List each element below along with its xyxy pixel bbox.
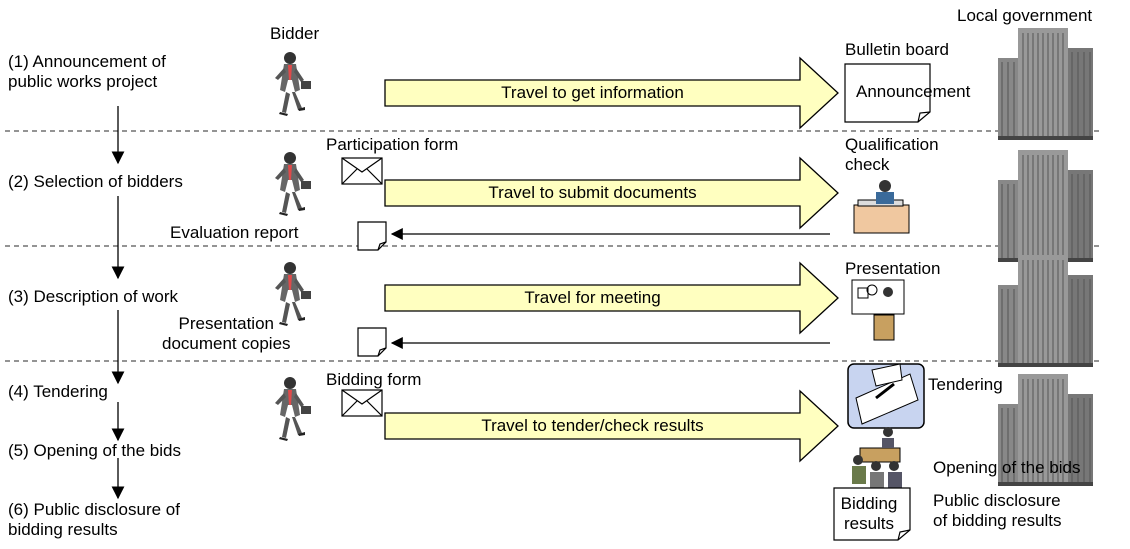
government-heading: Local government [957,6,1093,25]
qualification-check-label: Qualification check [845,135,939,174]
envelope-icon [341,157,383,185]
document-icon [357,221,387,251]
announcement-doc [844,63,931,123]
presentation-board-icon [851,279,905,341]
public-disclosure-label: Public disclosure of bidding results [933,491,1062,530]
bidder-heading: Bidder [270,24,320,43]
return-arrows [390,228,830,349]
building-icon [997,254,1094,368]
announcement-label: Announcement [856,82,971,101]
ballot-box-icon [847,363,925,429]
travel-arrows [384,56,839,463]
tendering-label: Tendering [928,375,1003,394]
bidding-form-label: Bidding form [326,370,422,389]
travel-label-2: Travel to submit documents [488,183,697,202]
qualification-desk-icon [853,180,910,234]
step-4-label: (4) Tendering [8,382,108,401]
bulletin-board-label: Bulletin board [845,40,949,59]
opening-bids-label: Opening of the bids [933,458,1081,477]
travel-label-4: Travel to tender/check results [481,416,704,435]
presentation-copies-label: Presentation document copies [162,314,291,353]
travel-label-3: Travel for meeting [524,288,661,307]
bid-opening-icon [852,427,902,488]
document-icon [357,327,387,357]
travel-label-1: Travel to get information [501,83,684,102]
evaluation-report-label: Evaluation report [170,223,299,242]
step-5-label: (5) Opening of the bids [8,441,181,460]
participation-form-label: Participation form [326,135,459,154]
step-1-label: (1) Announcement of public works project [8,52,166,91]
bidding-results-doc [833,487,911,541]
separator-lines [5,130,1100,362]
bidding-results-label: Bidding results [840,494,898,533]
presentation-label: Presentation [845,259,941,278]
building-icon [997,27,1094,141]
building-icon [997,149,1094,263]
step-2-label: (2) Selection of bidders [8,172,183,191]
envelope-icon [341,389,383,417]
step-3-label: (3) Description of work [8,287,179,306]
step-6-label: (6) Public disclosure of bidding results [8,500,180,539]
